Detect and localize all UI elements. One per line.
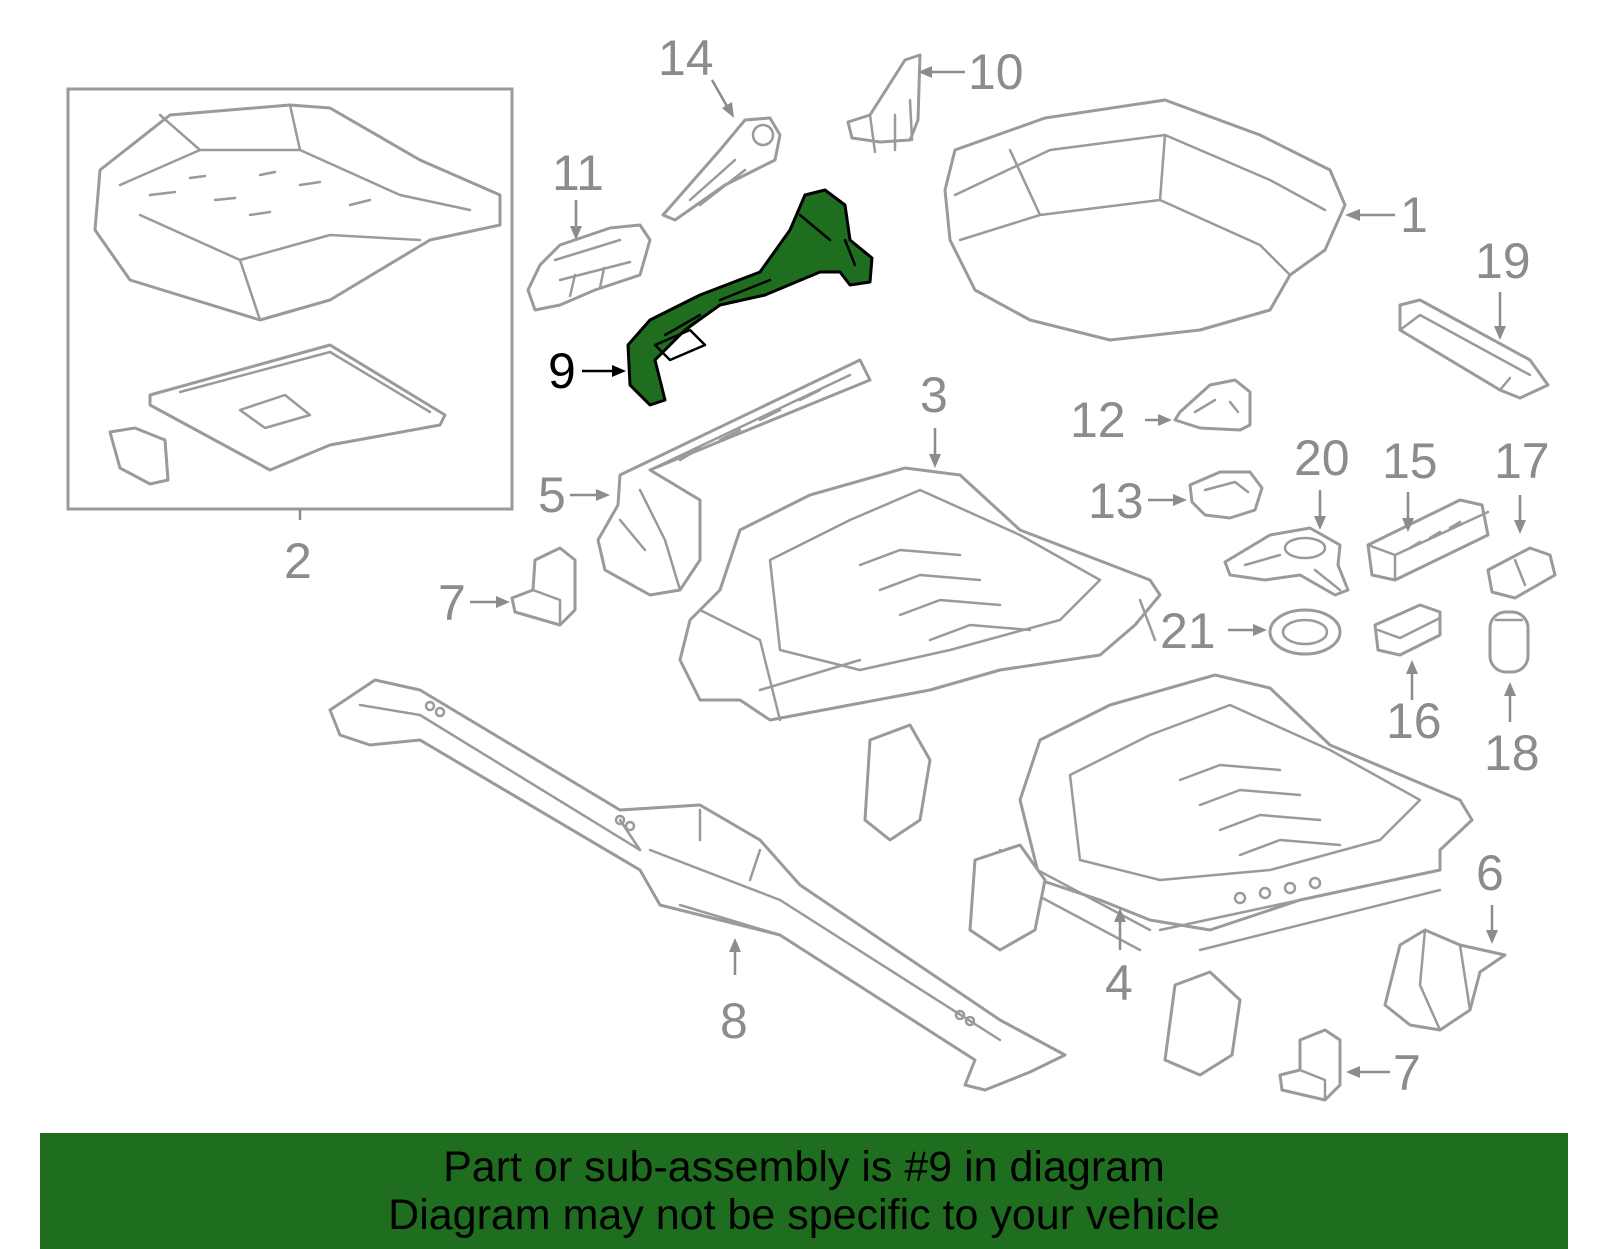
part-18-cover [1488, 610, 1530, 674]
part-19-group: 19 [1398, 233, 1550, 400]
part-2-inset-box [66, 87, 514, 511]
callout-11: 11 [552, 145, 604, 201]
part-20-group: 20 [1223, 430, 1350, 597]
callout-7-right: 7 [1393, 1045, 1421, 1101]
part-7-left-clip [510, 546, 577, 627]
info-banner: Part or sub-assembly is #9 in diagram Di… [40, 1133, 1568, 1249]
part-9-group: 9 [548, 188, 874, 407]
callout-4: 4 [1105, 955, 1133, 1011]
part-8-group: 8 [328, 678, 1067, 1092]
part-9-highlighted-part [626, 188, 874, 407]
banner-line-2: Diagram may not be specific to your vehi… [388, 1191, 1220, 1239]
part-13-cap [1188, 470, 1264, 520]
callout-13: 13 [1088, 473, 1144, 529]
part-1-group: 1 [943, 98, 1428, 342]
part-20-switch-bezel [1223, 526, 1350, 597]
callout-12: 12 [1070, 392, 1126, 448]
callout-1: 1 [1400, 187, 1428, 243]
part-13-group: 13 [1088, 470, 1264, 529]
part-12-cover [1173, 378, 1252, 432]
part-21-group: 21 [1160, 603, 1342, 659]
part-1-seat-cushion [943, 98, 1347, 342]
part-10-group: 10 [846, 44, 1024, 154]
part-16-group: 16 [1373, 603, 1442, 749]
part-11-group: 11 [526, 145, 652, 312]
part-7-right-clip [1278, 1028, 1342, 1102]
callout-9-arrow [582, 365, 626, 377]
callout-8: 8 [720, 993, 748, 1049]
callout-3: 3 [920, 367, 948, 423]
part-5-group: 5 [538, 358, 872, 597]
part-2-cushion-pad [148, 343, 447, 472]
callout-10: 10 [968, 44, 1024, 100]
part-21-ring [1268, 608, 1342, 656]
part-8-crossmember [328, 678, 1067, 1092]
part-12-group: 12 [1070, 378, 1252, 448]
callout-17: 17 [1494, 433, 1550, 489]
part-11-bracket [526, 223, 652, 312]
callout-18: 18 [1484, 725, 1540, 781]
part-10-bracket [846, 53, 922, 144]
part-15-group: 15 [1366, 433, 1490, 582]
part-4-group: 4 [968, 673, 1474, 1077]
part-16-knob [1373, 603, 1442, 657]
callout-6: 6 [1476, 845, 1504, 901]
callout-19: 19 [1475, 233, 1531, 289]
part-19-module [1398, 298, 1550, 400]
part-2-small-bracket [108, 426, 170, 486]
callout-15: 15 [1382, 433, 1438, 489]
part-7-right-group: 7 [1278, 1028, 1421, 1102]
callout-7-left: 7 [438, 575, 466, 631]
callout-14: 14 [658, 30, 714, 86]
callout-2: 2 [284, 533, 312, 589]
callout-21: 21 [1160, 603, 1216, 659]
part-7-left-group: 7 [438, 546, 577, 631]
part-5-rail [596, 358, 872, 597]
banner-line-1: Part or sub-assembly is #9 in diagram [443, 1143, 1165, 1191]
part-3-group: 3 [678, 367, 1162, 842]
callout-1-arrow [1345, 209, 1395, 221]
callout-5: 5 [538, 467, 566, 523]
callout-9: 9 [548, 343, 576, 399]
callout-16: 16 [1386, 693, 1442, 749]
part-3-seat-frame [678, 466, 1162, 722]
callout-20: 20 [1294, 430, 1350, 486]
part-17-group: 17 [1486, 433, 1557, 600]
part-14-group: 14 [658, 30, 782, 222]
part-6-group: 6 [1383, 845, 1507, 1032]
part-18-group: 18 [1484, 610, 1540, 781]
part-6-bracket [1383, 928, 1507, 1032]
part-2-inset-group: 2 [66, 87, 514, 589]
part-14-arm [661, 116, 782, 222]
